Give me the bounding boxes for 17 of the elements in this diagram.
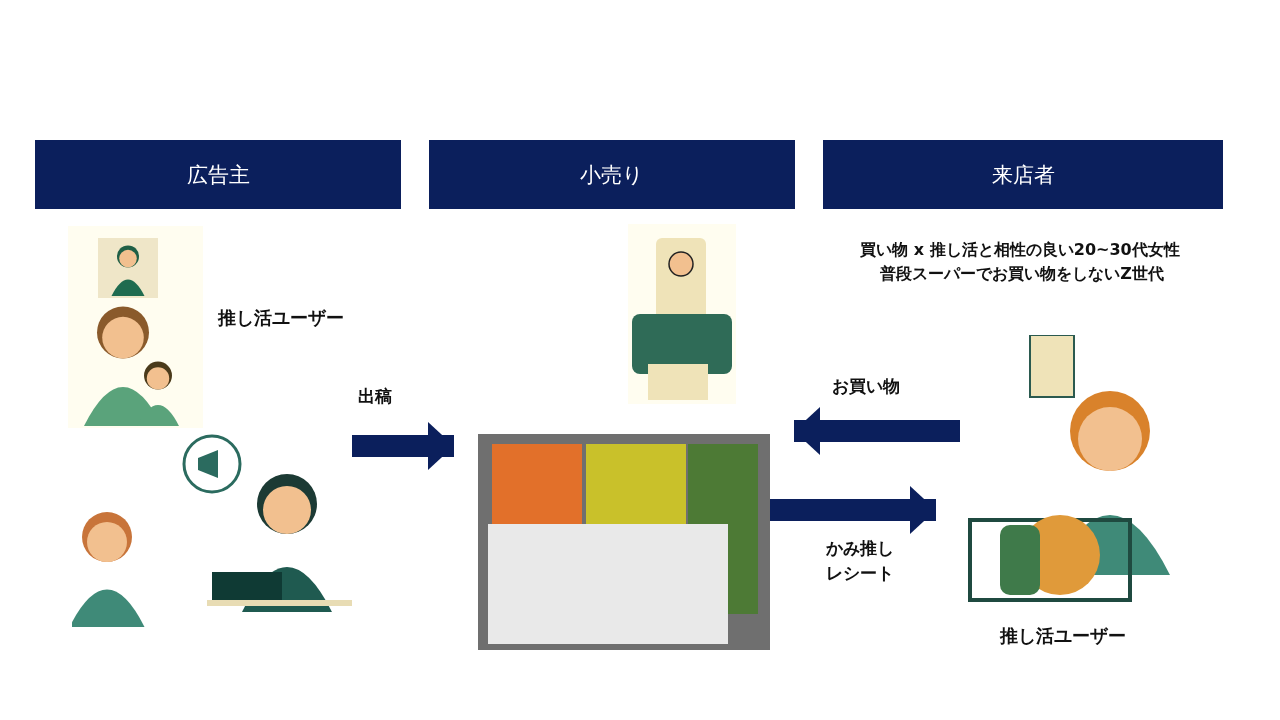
arrow	[352, 422, 454, 470]
node-label: 推し活ユーザー	[218, 306, 344, 330]
header-band: 小売り	[429, 140, 795, 209]
header-band: 来店者	[823, 140, 1223, 209]
arrow	[770, 486, 936, 534]
fans-drawing	[68, 226, 203, 428]
node-label: 推し活ユーザー	[1000, 624, 1126, 648]
edge-label: かみ推しレシート	[826, 537, 895, 585]
meeting-drawing	[72, 432, 352, 630]
audience-note: 普段スーパーでお買い物をしないZ世代	[880, 264, 1164, 285]
edge-label: お買い物	[832, 375, 901, 398]
audience-note: 買い物 x 推し活と相性の良い20~30代女性	[860, 240, 1180, 261]
arrow	[794, 407, 960, 455]
header-band: 広告主	[35, 140, 401, 209]
store-photo	[478, 434, 770, 650]
receipt-printer-drawing	[628, 224, 736, 404]
edge-label: 出稿	[358, 385, 393, 408]
